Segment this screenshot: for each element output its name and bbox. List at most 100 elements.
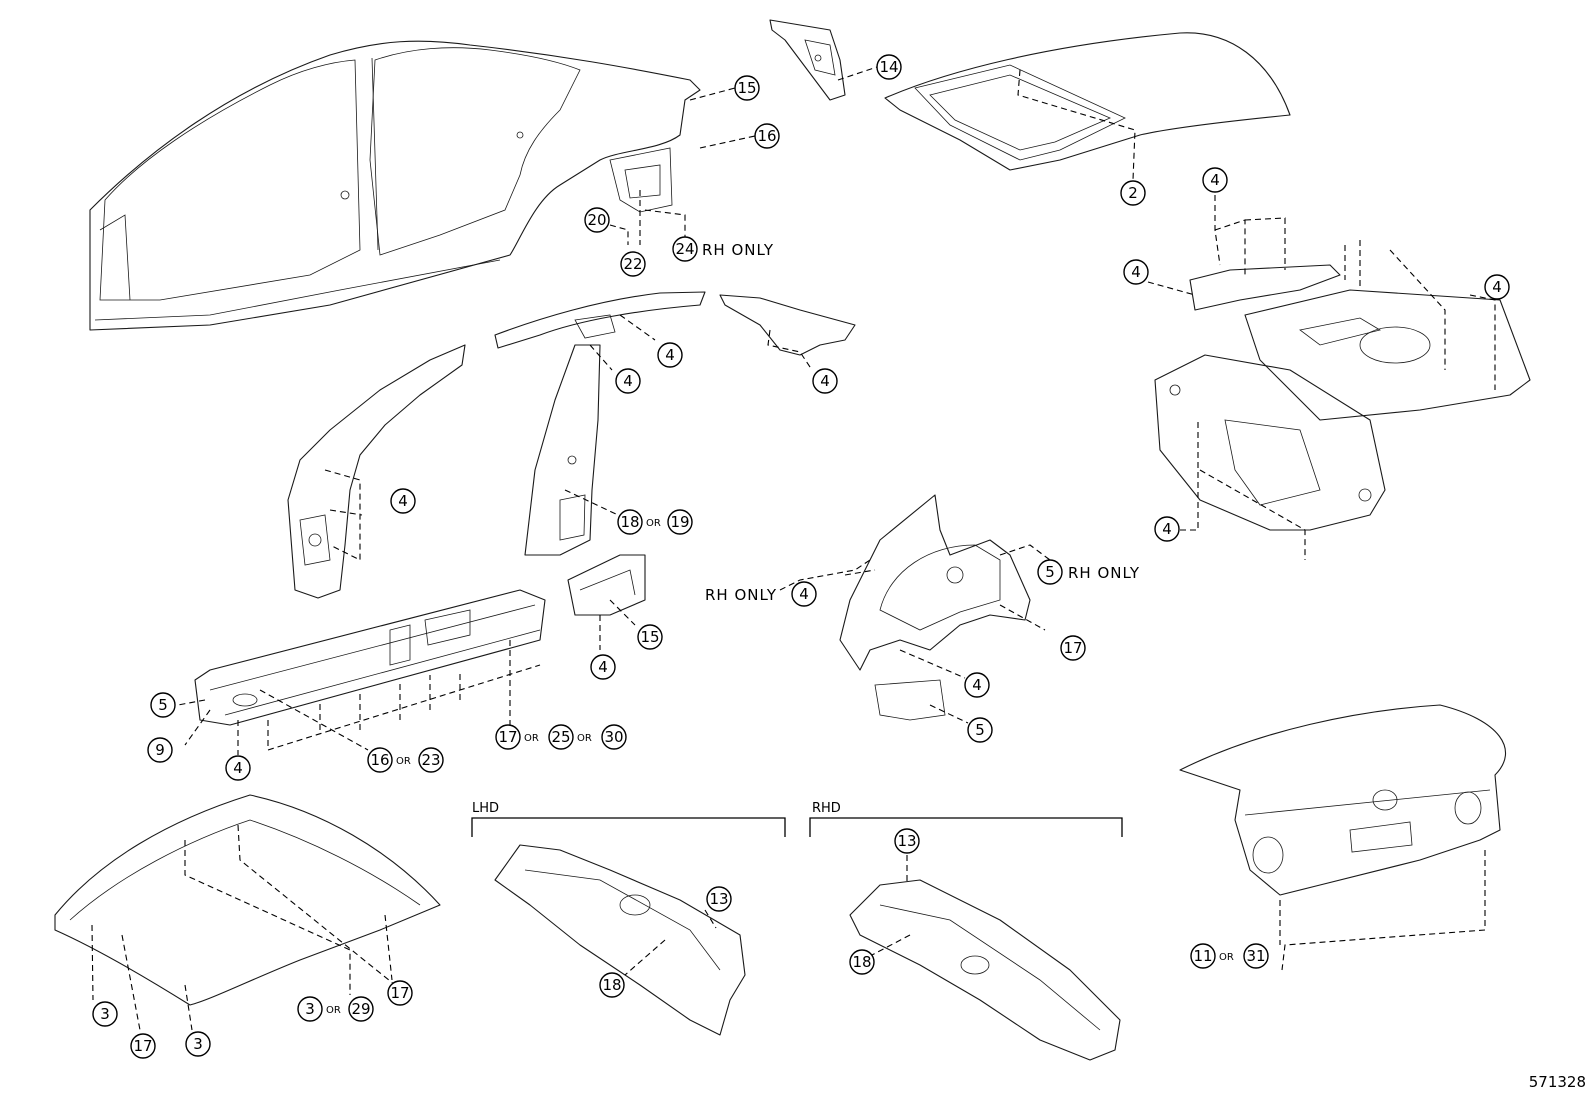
svg-text:5: 5 <box>975 721 985 739</box>
svg-text:9: 9 <box>155 741 165 759</box>
callout-5: 5 <box>967 717 993 743</box>
body-side-outer-panel <box>89 40 701 331</box>
callout-4: 4 <box>390 488 416 514</box>
small-bracket-part <box>567 554 646 616</box>
svg-text:4: 4 <box>598 658 608 676</box>
svg-text:OR: OR <box>326 1005 341 1016</box>
callout-14: 14 <box>876 54 902 80</box>
cowl-top-lhd <box>494 844 746 1036</box>
roof-side-rail-inner <box>494 291 856 356</box>
front-pillar-inner <box>287 344 466 599</box>
svg-text:18: 18 <box>852 953 871 971</box>
svg-text:4: 4 <box>1131 263 1141 281</box>
callout-17-or-25-or-30: 17 OR 25 OR 30 <box>495 724 627 750</box>
svg-text:20: 20 <box>587 211 606 229</box>
svg-text:OR: OR <box>396 756 411 767</box>
callout-16: 16 <box>754 123 780 149</box>
svg-text:13: 13 <box>709 890 728 908</box>
svg-text:18: 18 <box>602 976 621 994</box>
callout-16-or-23: 16 OR 23 <box>367 747 444 773</box>
hood-panel <box>54 794 441 1006</box>
callout-17: 17 <box>130 1033 156 1059</box>
callout-15: 15 <box>637 624 663 650</box>
callout-4: 4 <box>812 368 838 394</box>
svg-text:31: 31 <box>1246 947 1265 965</box>
svg-text:23: 23 <box>421 751 440 769</box>
rh-only-note-3: RH ONLY <box>1068 564 1140 582</box>
callout-17: 17 <box>1060 635 1086 661</box>
rear-floor-panel <box>1189 264 1531 421</box>
svg-text:4: 4 <box>1210 171 1220 189</box>
callout-4: 4 <box>657 342 683 368</box>
lhd-bracket <box>471 817 786 837</box>
callout-11-or-31: 11 OR 31 <box>1190 943 1269 969</box>
svg-text:4: 4 <box>972 676 982 694</box>
svg-text:17: 17 <box>498 728 517 746</box>
svg-text:14: 14 <box>879 58 898 76</box>
roof-panel <box>884 32 1291 171</box>
callout-13: 13 <box>706 886 732 912</box>
svg-text:OR: OR <box>1219 952 1234 963</box>
svg-text:OR: OR <box>524 733 539 744</box>
svg-text:4: 4 <box>1162 520 1172 538</box>
svg-text:OR: OR <box>646 518 661 529</box>
wheel-house-panel <box>839 494 1031 721</box>
center-pillar-inner <box>524 344 601 556</box>
rear-panel-inner <box>1154 354 1386 531</box>
callout-13: 13 <box>894 828 920 854</box>
callout-17: 17 <box>387 980 413 1006</box>
svg-text:4: 4 <box>799 585 809 603</box>
callout-5: 5 <box>1037 559 1063 585</box>
leader-lines <box>91 66 1496 1031</box>
diagram-id: 571328 <box>1529 1073 1586 1091</box>
rh-only-note-2: RH ONLY <box>705 586 777 604</box>
svg-text:4: 4 <box>398 492 408 510</box>
rhd-bracket <box>809 817 1123 837</box>
cowl-top-rhd <box>849 879 1121 1061</box>
callout-3: 3 <box>185 1031 211 1057</box>
callout-2: 2 <box>1120 180 1146 206</box>
svg-text:29: 29 <box>351 1000 370 1018</box>
callout-4: 4 <box>964 672 990 698</box>
lhd-label: LHD <box>472 801 499 816</box>
svg-text:4: 4 <box>233 759 243 777</box>
callout-18: 18 <box>849 949 875 975</box>
svg-text:3: 3 <box>305 1000 315 1018</box>
callout-4: 4 <box>1123 259 1149 285</box>
callout-5: 5 <box>150 692 176 718</box>
rh-only-note: RH ONLY <box>702 241 774 259</box>
callout-4: 4 <box>1154 516 1180 542</box>
quarter-extension-part <box>769 19 846 101</box>
svg-text:11: 11 <box>1193 947 1212 965</box>
callout-3-or-29: 3 OR 29 <box>297 996 374 1022</box>
svg-text:OR: OR <box>577 733 592 744</box>
callout-4: 4 <box>1484 274 1510 300</box>
svg-text:4: 4 <box>1492 278 1502 296</box>
svg-text:4: 4 <box>623 372 633 390</box>
callout-20: 20 <box>584 207 610 233</box>
svg-text:19: 19 <box>670 513 689 531</box>
svg-text:5: 5 <box>1045 563 1055 581</box>
svg-text:17: 17 <box>133 1037 152 1055</box>
svg-text:17: 17 <box>390 984 409 1002</box>
callout-4: 4 <box>791 581 817 607</box>
callout-4: 4 <box>225 755 251 781</box>
callout-4: 4 <box>615 368 641 394</box>
callout-18: 18 <box>599 972 625 998</box>
svg-text:4: 4 <box>665 346 675 364</box>
callout-3: 3 <box>92 1001 118 1027</box>
rocker-side-sill <box>194 589 546 726</box>
svg-text:3: 3 <box>193 1035 203 1053</box>
svg-text:22: 22 <box>623 255 642 273</box>
rhd-label: RHD <box>812 801 841 816</box>
luggage-compartment-door <box>1179 704 1506 896</box>
callout-4: 4 <box>1202 167 1228 193</box>
svg-text:2: 2 <box>1128 184 1138 202</box>
svg-text:18: 18 <box>620 513 639 531</box>
callout-9: 9 <box>147 737 173 763</box>
svg-text:3: 3 <box>100 1005 110 1023</box>
callout-24: 24 <box>672 236 698 262</box>
callout-15: 15 <box>734 75 760 101</box>
svg-text:24: 24 <box>675 240 694 258</box>
